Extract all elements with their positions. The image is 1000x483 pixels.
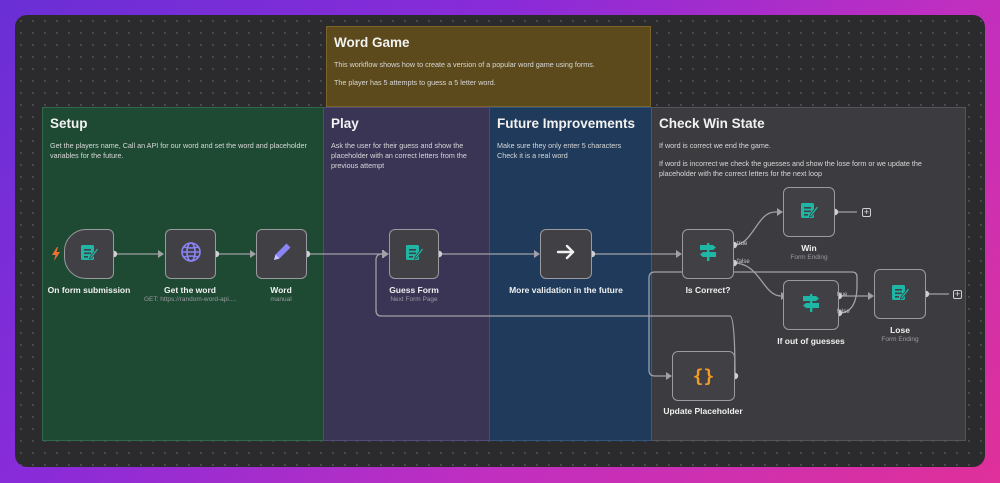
node-subtitle: GET: https://random-word-api.... (143, 296, 237, 303)
node-subtitle: Form Ending (790, 254, 828, 261)
node-label: Win (801, 243, 817, 253)
node-subtitle: Form Ending (881, 336, 919, 343)
workflow-canvas[interactable]: Word Game This workflow shows how to cre… (15, 15, 985, 467)
node-more-validation[interactable] (540, 229, 592, 279)
node-label: If out of guesses (777, 336, 845, 346)
signpost-icon (800, 292, 822, 319)
sticky-text: Get the players name, Call an API for ou… (50, 141, 307, 160)
node-word[interactable] (256, 229, 307, 279)
node-label: On form submission (47, 285, 131, 295)
sticky-text: If word is incorrect we check the guesse… (659, 159, 922, 178)
connection-true-to-win (733, 211, 777, 246)
signpost-icon (697, 241, 719, 268)
connection-false-to-update (648, 271, 858, 377)
node-win[interactable] (783, 187, 835, 237)
sticky-text: The player has 5 attempts to guess a 5 l… (334, 78, 496, 87)
output-false-label: false (837, 309, 850, 315)
node-update-placeholder[interactable]: {} (672, 351, 735, 401)
node-on-form-submission[interactable] (64, 229, 114, 279)
node-label: Lose (890, 325, 910, 335)
sticky-title: Setup (50, 116, 88, 131)
pencil-icon (271, 241, 293, 268)
node-label: Word (270, 285, 292, 295)
sticky-text: This workflow shows how to create a vers… (334, 60, 595, 69)
sticky-title: Check Win State (659, 116, 765, 131)
form-icon (404, 242, 425, 267)
connection-lines (110, 208, 949, 380)
globe-icon (180, 241, 202, 268)
node-if-out-of-guesses[interactable] (783, 280, 839, 330)
output-true-label: true (837, 292, 848, 298)
sticky-word-game[interactable]: Word Game This workflow shows how to cre… (326, 26, 651, 107)
form-icon (890, 282, 911, 307)
node-label: More validation in the future (509, 285, 623, 295)
arrow-right-icon (555, 241, 577, 268)
sticky-title: Play (331, 116, 359, 131)
node-get-the-word[interactable] (165, 229, 216, 279)
form-icon (79, 242, 100, 267)
node-lose[interactable] (874, 269, 926, 319)
code-braces-icon: {} (692, 365, 715, 387)
output-false-label: false (737, 259, 750, 265)
trigger-lightning-icon (51, 247, 61, 261)
node-guess-form[interactable] (389, 229, 439, 279)
connection-update-to-guess-form (375, 253, 736, 377)
node-label: Is Correct? (685, 285, 731, 295)
sticky-text: Make sure they only enter 5 characters C… (497, 141, 622, 160)
output-true-label: true (737, 241, 748, 247)
sticky-text: If word is correct we end the game. (659, 141, 771, 150)
node-subtitle: manual (270, 296, 292, 303)
sticky-title: Future Improvements (497, 116, 636, 131)
node-is-correct[interactable] (682, 229, 734, 279)
node-subtitle: Next Form Page (390, 296, 438, 303)
add-node-button[interactable]: + (953, 289, 962, 299)
node-label: Get the word (164, 285, 216, 295)
form-icon (799, 200, 820, 225)
sticky-text: Ask the user for their guess and show th… (331, 141, 467, 170)
add-node-button[interactable]: + (862, 207, 871, 217)
sticky-title: Word Game (334, 35, 410, 50)
connection-false-to-out-of-guesses (733, 262, 782, 297)
node-label: Guess Form (389, 285, 439, 295)
node-label: Update Placeholder (663, 406, 743, 416)
